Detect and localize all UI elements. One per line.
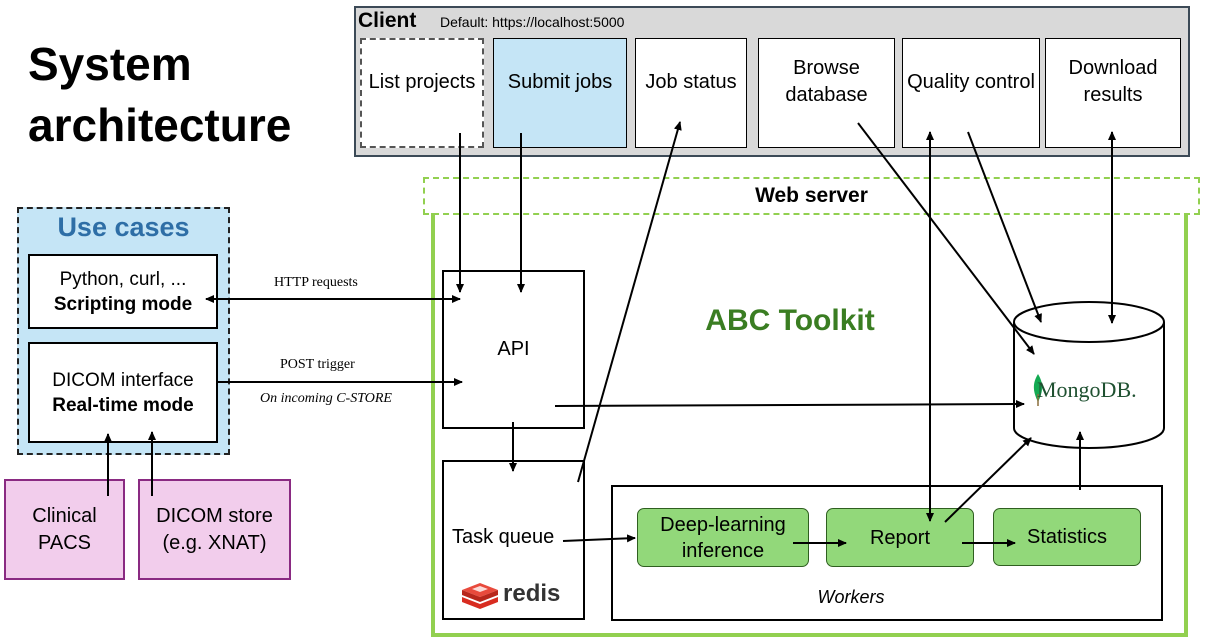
clinical-pacs-label: Clinical PACS [32,504,97,554]
realtime-mode-box[interactable]: DICOM interface Real-time mode [28,342,218,443]
toolkit-title: ABC Toolkit [705,304,875,337]
api-box[interactable]: API [442,270,585,429]
dicom-store-box[interactable]: DICOM store (e.g. XNAT) [138,479,291,580]
dicom-interface-label: DICOM interface [52,369,194,391]
statistics-worker-label: Statistics [1026,526,1108,548]
redis-logo-text: redis [503,580,561,607]
statistics-worker-box[interactable]: Statistics [993,508,1141,566]
realtime-mode-label: Real-time mode [52,394,194,416]
mongodb-logo-text: MongoDB. [1037,377,1137,402]
arrow-queue-to-jobstatus [577,121,682,483]
abc-toolkit-region [431,213,1188,637]
mongodb-leaf-icon [1033,374,1043,406]
web-server-band: Web server [423,177,1200,215]
arrow-queue-to-inference [562,534,636,543]
browse-database-box[interactable]: Browse database [758,38,895,148]
inference-worker-label: Deep-learning inference [660,513,786,562]
client-default-url: Default: https://localhost:5000 [440,14,625,30]
job-status-box[interactable]: Job status [635,38,747,148]
http-requests-label: HTTP requests [274,275,358,290]
submit-jobs-box[interactable]: Submit jobs [493,38,627,148]
scripting-mode-box[interactable]: Python, curl, ... Scripting mode [28,254,218,329]
page-title: System architecture [28,38,292,151]
post-trigger-label: POST trigger [280,357,355,372]
cstore-label: On incoming C-STORE [260,391,392,406]
api-label: API [497,338,530,360]
use-cases-title: Use cases [57,212,190,242]
client-title: Client [358,9,417,32]
task-queue-label: Task queue [452,526,555,548]
list-projects-box[interactable]: List projects [360,38,484,148]
arrow-api-to-mongo [554,400,1025,409]
job-status-label: Job status [645,70,737,93]
scripting-mode-label: Scripting mode [53,293,193,315]
arrow-quality-to-mongo [967,131,1042,323]
browse-database-label: Browse database [785,57,868,106]
dicom-store-example: (e.g. XNAT) [162,531,267,554]
quality-control-box[interactable]: Quality control [902,38,1040,148]
download-results-label: Download results [1068,57,1158,106]
redis-logo-icon [462,583,498,609]
report-worker-label: Report [869,526,931,549]
inference-worker-box[interactable]: Deep-learning inference [637,508,809,567]
dicom-store-label: DICOM store [156,504,273,527]
scripting-tools-label: Python, curl, ... [59,268,187,290]
quality-control-label: Quality control [907,70,1035,93]
download-results-box[interactable]: Download results [1045,38,1181,148]
mongodb-cylinder[interactable] [1010,300,1168,452]
list-projects-label: List projects [368,70,476,93]
submit-jobs-label: Submit jobs [507,70,613,93]
arrow-browse-to-mongo [857,122,1035,355]
arrow-report-to-mongo [944,437,1032,523]
workers-label: Workers [817,587,885,607]
clinical-pacs-box[interactable]: Clinical PACS [4,479,125,580]
